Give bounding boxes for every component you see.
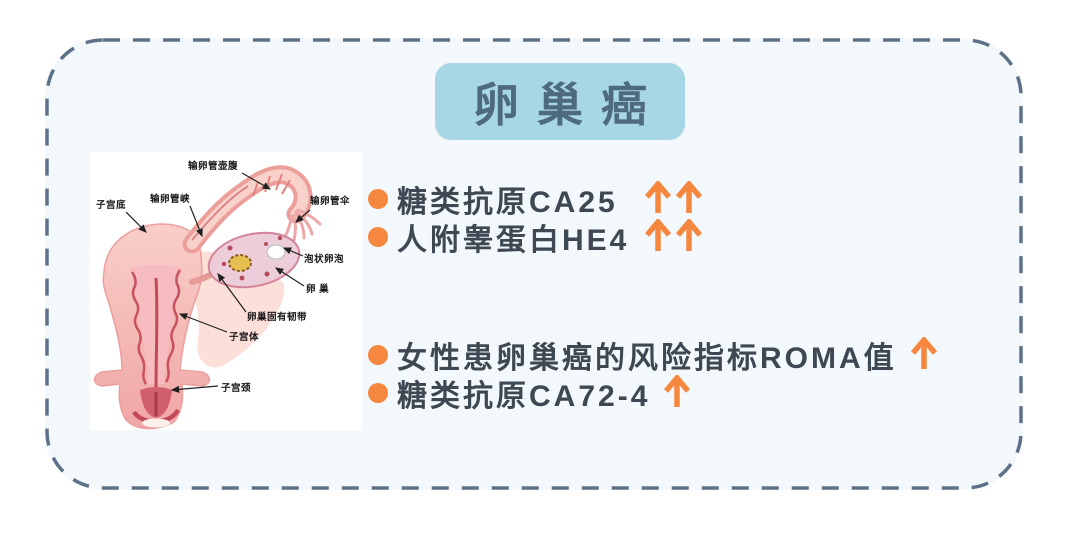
fallopian-tube-inner [186, 169, 309, 250]
vesicular-follicle [266, 244, 286, 260]
up-arrow-icon [664, 374, 691, 407]
page-title: 卵巢癌 [473, 78, 665, 131]
marker-label: 人附睾蛋白HE4 [397, 224, 630, 257]
marker-row-roma: 女性患卵巢癌的风险指标ROMA值 [368, 336, 937, 375]
up-arrow-icon [676, 219, 702, 251]
uterus-ovary-illustration: 子宫底 输卵管峡 输卵管壶腹 输卵管伞 泡状卵泡 卵 巢 卵巢固有韧带 子宫体 … [93, 160, 350, 430]
label-vesicular-follicle: 泡状卵泡 [304, 253, 344, 265]
up-arrow-icon [645, 219, 671, 251]
marker-row-ca25: 糖类抗原CA25 [368, 180, 702, 219]
trend-arrows [645, 219, 702, 253]
up-arrow-icon [676, 181, 702, 213]
up-arrow-icon [645, 181, 671, 213]
label-uterine-body: 子宫体 [229, 331, 259, 343]
marker-group-primary: 糖类抗原CA25 人附睾蛋白HE4 [368, 180, 702, 257]
marker-label: 糖类抗原CA25 [397, 186, 618, 219]
label-tube-ampulla: 输卵管壶腹 [188, 160, 238, 172]
corpus-luteum [228, 254, 252, 272]
label-arrows [125, 172, 311, 393]
dashed-panel: 卵巢癌 [45, 38, 1023, 490]
endometrium-wall-left [130, 271, 148, 385]
uterine-canal [154, 277, 159, 391]
cervix-opening [142, 418, 170, 428]
marker-label: 女性患卵巢癌的风险指标ROMA值 [397, 342, 897, 375]
bullet-dot [368, 383, 388, 403]
label-uterine-fundus: 子宫底 [96, 199, 126, 211]
anatomy-figure: 子宫底 输卵管峡 输卵管壶腹 输卵管伞 泡状卵泡 卵 巢 卵巢固有韧带 子宫体 … [90, 152, 362, 430]
label-cervix: 子宫颈 [221, 382, 251, 394]
dashed-border [45, 38, 1023, 490]
endometrium-wall-right [164, 269, 182, 383]
follicles [221, 235, 283, 281]
trend-arrows [910, 336, 937, 371]
title-badge: 卵巢癌 [435, 63, 685, 140]
trend-arrows [664, 374, 691, 409]
marker-row-ca724: 糖类抗原CA72-4 [368, 374, 937, 413]
label-tube-isthmus: 输卵管峡 [150, 193, 190, 205]
label-ovary: 卵 巢 [306, 283, 329, 295]
trend-arrows [645, 181, 702, 215]
up-arrow-icon [910, 336, 937, 369]
label-tube-fimbriae: 输卵管伞 [310, 195, 350, 207]
bullet-dot [368, 227, 388, 247]
bullet-dot [368, 345, 388, 365]
marker-group-secondary: 女性患卵巢癌的风险指标ROMA值 糖类抗原CA72-4 [368, 336, 937, 413]
marker-label: 糖类抗原CA72-4 [397, 380, 651, 413]
bullet-dot [368, 189, 388, 209]
label-ovarian-ligament: 卵巢固有韧带 [247, 311, 307, 323]
marker-row-he4: 人附睾蛋白HE4 [368, 218, 702, 257]
